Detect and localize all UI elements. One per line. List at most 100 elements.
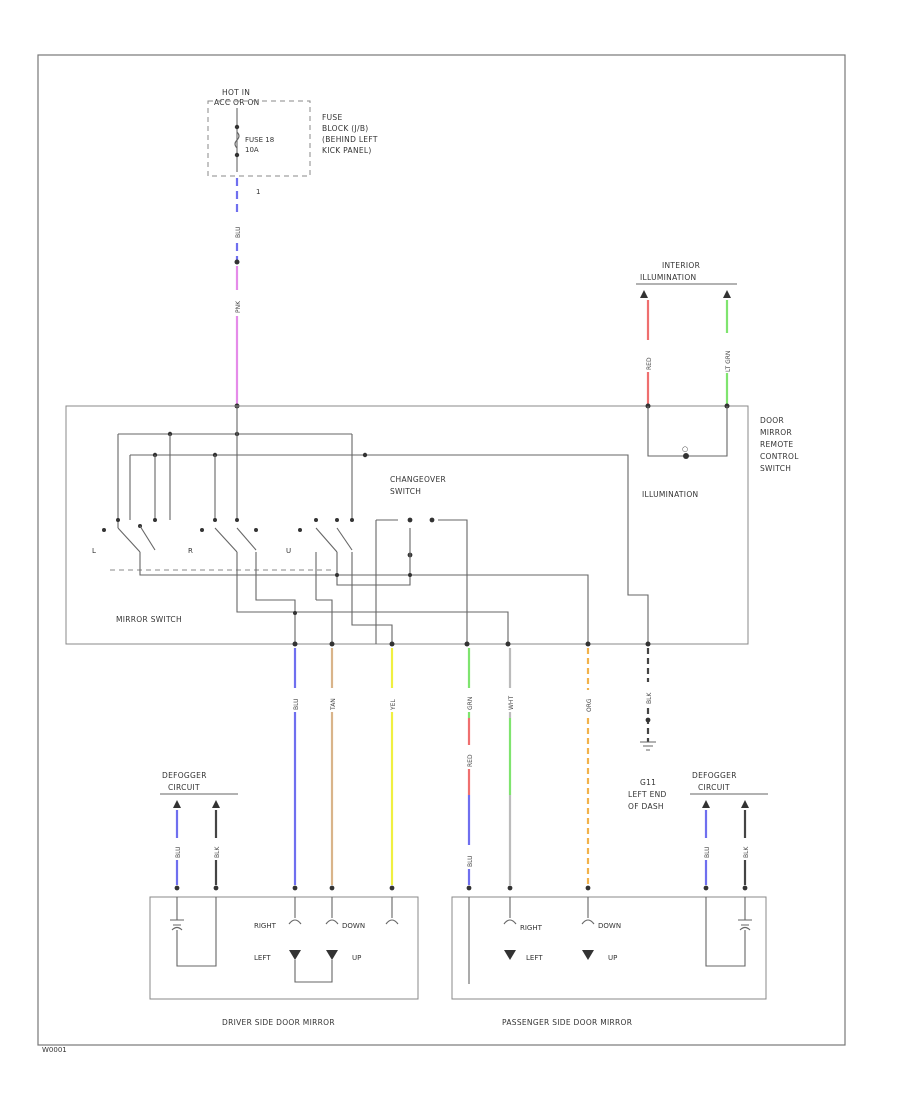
pin-wht	[505, 641, 511, 647]
defogger-right-label-2: CIRCUIT	[698, 783, 730, 792]
bus-second	[130, 454, 649, 644]
route-common	[336, 552, 411, 586]
sw2-contact-2	[213, 518, 217, 522]
driver-right-label: RIGHT	[254, 922, 277, 930]
node-blue	[293, 611, 297, 615]
acc-or-on-label: ACC OR ON	[214, 98, 260, 107]
driver-motor-symbol-2	[326, 950, 338, 960]
passenger-mirror-box	[451, 896, 767, 1000]
driver-motor-link	[294, 960, 333, 983]
switch-1: L	[92, 518, 157, 555]
illumination-bulb-mark: ○	[682, 445, 688, 453]
wl-bg-def-r1	[699, 838, 713, 860]
drv-pin-4	[329, 885, 335, 891]
illumination-label: ILLUMINATION	[642, 490, 698, 499]
fuse-block-label-3: (BEHIND LEFT	[322, 135, 378, 144]
fuse-block-label-2: BLOCK (J/B)	[322, 124, 369, 133]
wire-label-blu-p: BLU	[467, 855, 474, 867]
diagram-code: W0001	[42, 1046, 67, 1054]
door-mirror-label-2: MIRROR	[760, 428, 792, 437]
wl-bg-4	[462, 688, 476, 712]
passenger-heater-element	[739, 926, 751, 931]
wl-bg-6	[462, 845, 476, 869]
sw3-contact-3	[335, 518, 339, 522]
passenger-down-label: DOWN	[598, 922, 621, 930]
sw2-contact-3	[235, 518, 239, 522]
passenger-motor-ud	[581, 897, 595, 925]
interior-label-1: INTERIOR	[662, 261, 700, 270]
wire-label-blu-driver: BLU	[293, 698, 300, 710]
wl-bg-9	[641, 682, 655, 706]
wire-label-wht: WHT	[508, 696, 515, 710]
pin-org	[585, 641, 591, 647]
sw1-pos: L	[92, 547, 96, 555]
interior-terminal-right	[723, 290, 731, 298]
driver-up-label: UP	[352, 954, 361, 962]
door-mirror-label-1: DOOR	[760, 416, 784, 425]
hot-in-label: HOT IN	[222, 88, 250, 97]
wl-bg-3	[385, 688, 399, 712]
driver-motor-ud	[325, 897, 339, 925]
changeover-label-2: SWITCH	[390, 487, 421, 496]
psg-pin-4	[703, 885, 709, 891]
sw2-contact-4	[254, 528, 258, 532]
sw1-arm-2	[139, 525, 156, 551]
defogger-left: DEFOGGER CIRCUIT BLU BLK	[160, 771, 238, 885]
pin-grn	[464, 641, 470, 647]
drv-pin-3	[292, 885, 298, 891]
ground-symbol	[640, 741, 656, 751]
fuse-block-label-1: FUSE	[322, 113, 343, 122]
passenger-motor-lr	[503, 897, 517, 925]
defogger-right-term-2	[741, 800, 749, 808]
psg-pin-1	[466, 885, 472, 891]
route-blue	[255, 552, 296, 644]
fuse-node-bottom	[234, 152, 240, 158]
sw2-pos: R	[188, 547, 193, 555]
passenger-left-label: LEFT	[526, 954, 543, 962]
sw1-contact-4	[153, 518, 157, 522]
passenger-heater-loop	[705, 897, 746, 967]
changeover-switch	[375, 517, 468, 644]
connector-feed	[234, 259, 240, 265]
remote-control-switch-box	[65, 405, 749, 645]
wire-label-grn-p: GRN	[467, 697, 474, 710]
sw3-contact-2	[314, 518, 318, 522]
pin-tan	[329, 641, 335, 647]
wire-label-blk: BLK	[646, 692, 653, 704]
wire-label-red-p: RED	[467, 754, 474, 767]
changeover-contact-a	[407, 517, 413, 523]
passenger-mirror: RIGHT LEFT DOWN UP PASSENGER SIDE DOOR M…	[451, 885, 767, 1027]
sw2-arm	[214, 527, 238, 553]
switch-3: U	[286, 518, 354, 555]
switch-output-pins	[292, 641, 651, 647]
changeover-label-1: CHANGEOVER	[390, 475, 446, 484]
illumination-lamp: ○ ILLUMINATION	[642, 403, 730, 499]
sw3-contact-1	[298, 528, 302, 532]
passenger-mirror-label: PASSENGER SIDE DOOR MIRROR	[502, 1018, 632, 1027]
fuse-label: FUSE 18	[245, 136, 274, 144]
driver-motor-symbol-1	[289, 950, 301, 960]
drv-pin-2	[213, 885, 219, 891]
pin-blu	[292, 641, 298, 647]
node-route-a	[335, 573, 339, 577]
fuse-block: HOT IN ACC OR ON FUSE 18 10A FUSE BLOCK …	[207, 88, 378, 196]
wire-label-red-top: RED	[646, 357, 653, 370]
changeover-out-green	[438, 519, 468, 644]
node-second-c	[362, 452, 368, 458]
pin-yel	[389, 641, 395, 647]
diagram-frame	[37, 54, 846, 1046]
sw3-arm	[315, 527, 338, 553]
wire-label-blu-def-r: BLU	[704, 846, 711, 858]
wire-label-blu-def-l: BLU	[175, 846, 182, 858]
route-white	[236, 552, 509, 644]
ground-g11: G11 LEFT END OF DASH	[628, 717, 666, 811]
sw3-arm-2	[336, 527, 353, 551]
drv-pin-1	[174, 885, 180, 891]
driver-mirror-label: DRIVER SIDE DOOR MIRROR	[222, 1018, 335, 1027]
door-mirror-label-5: SWITCH	[760, 464, 791, 473]
wire-label-bg-red-top	[641, 340, 655, 372]
fuse-amp-label: 10A	[245, 146, 259, 154]
psg-pin-2	[507, 885, 513, 891]
passenger-motor-symbol-1	[504, 950, 516, 960]
